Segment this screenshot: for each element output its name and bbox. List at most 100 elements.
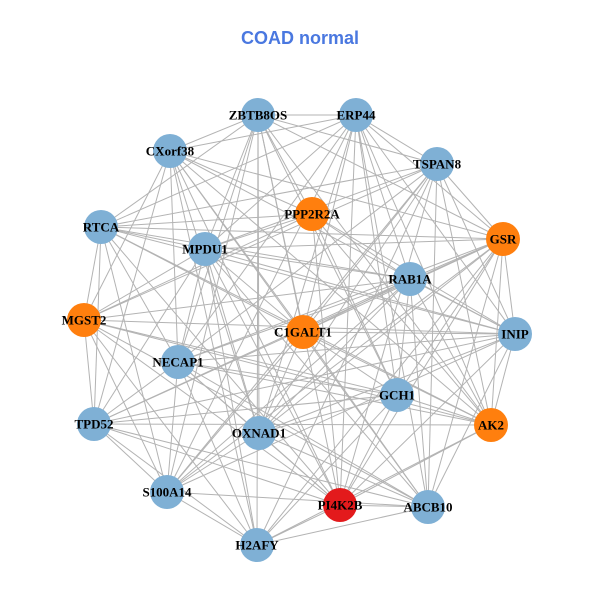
edge-gsr-mpdu1 <box>204 238 504 250</box>
edge-erp44-abcb10 <box>355 114 429 508</box>
edge-rtca-gsr <box>100 226 504 240</box>
edge-mgst2-ak2 <box>83 319 492 426</box>
edge-cxorf38-ppp2r2a <box>169 150 313 215</box>
edge-zbtb8os-tspan8 <box>257 114 438 165</box>
edge-ppp2r2a-rtca <box>100 213 313 228</box>
edge-ak2-h2afy <box>256 424 492 546</box>
node-label: TSPAN8 <box>413 157 462 172</box>
edge-rab1a-s100a14 <box>166 278 411 493</box>
edge-tspan8-ak2 <box>436 163 492 426</box>
node-label: H2AFY <box>235 538 279 553</box>
node-circle <box>323 488 357 522</box>
node-label: GSR <box>490 232 517 247</box>
node-label: MPDU1 <box>182 242 228 257</box>
edge-gsr-pi4k2b <box>339 238 504 506</box>
edge-tpd52-ak2 <box>93 423 492 426</box>
edge-gsr-oxnad1 <box>258 238 504 434</box>
node-circle <box>486 222 520 256</box>
edge-erp44-s100a14 <box>166 114 357 493</box>
edge-erp44-oxnad1 <box>258 114 357 434</box>
edge-mpdu1-rab1a <box>204 248 411 280</box>
node-oxnad1: OXNAD1 <box>232 416 286 450</box>
edge-cxorf38-h2afy <box>169 150 258 546</box>
edge-mgst2-abcb10 <box>83 319 429 508</box>
edge-erp44-cxorf38 <box>169 114 357 152</box>
edge-zbtb8os-mpdu1 <box>204 114 259 250</box>
edge-s100a14-abcb10 <box>166 491 429 508</box>
node-circle <box>240 528 274 562</box>
node-circle <box>188 232 222 266</box>
node-circle <box>150 475 184 509</box>
node-label: RTCA <box>83 220 120 235</box>
node-label: S100A14 <box>142 485 192 500</box>
edge-abcb10-h2afy <box>256 506 429 546</box>
edge-erp44-rtca <box>100 114 357 228</box>
edge-mgst2-gch1 <box>83 319 398 396</box>
edge-inip-s100a14 <box>166 333 516 493</box>
edge-cxorf38-oxnad1 <box>169 150 260 434</box>
edge-rtca-inip <box>100 226 516 335</box>
edge-zbtb8os-ppp2r2a <box>257 114 313 215</box>
edge-mpdu1-mgst2 <box>83 248 206 321</box>
node-label: ZBTB8OS <box>229 108 288 123</box>
edge-necap1-ak2 <box>177 361 492 426</box>
node-zbtb8os: ZBTB8OS <box>229 98 288 132</box>
edge-erp44-c1galt1 <box>302 114 357 333</box>
edge-gsr-abcb10 <box>427 238 504 508</box>
node-circle <box>286 315 320 349</box>
node-circle <box>411 490 445 524</box>
edge-zbtb8os-gch1 <box>257 114 398 396</box>
node-label: INIP <box>501 327 529 342</box>
edge-gch1-tpd52 <box>93 394 398 425</box>
node-necap1: NECAP1 <box>152 345 204 379</box>
node-abcb10: ABCB10 <box>403 490 453 524</box>
edge-erp44-mpdu1 <box>204 114 357 250</box>
edge-oxnad1-abcb10 <box>258 432 429 508</box>
node-circle <box>77 407 111 441</box>
edge-mgst2-s100a14 <box>83 319 168 493</box>
edge-mpdu1-c1galt1 <box>204 248 304 333</box>
edge-erp44-rab1a <box>355 114 411 280</box>
node-circle <box>84 210 118 244</box>
edge-tspan8-necap1 <box>177 163 438 363</box>
edge-tpd52-abcb10 <box>93 423 429 508</box>
node-label: CXorf38 <box>146 144 195 159</box>
edge-c1galt1-abcb10 <box>302 331 429 508</box>
node-label: AK2 <box>478 418 504 433</box>
node-circle <box>474 408 508 442</box>
node-label: ABCB10 <box>403 500 452 515</box>
node-circle <box>498 317 532 351</box>
edge-inip-abcb10 <box>427 333 516 508</box>
node-ppp2r2a: PPP2R2A <box>284 197 340 231</box>
node-label: OXNAD1 <box>232 426 286 441</box>
edge-mgst2-tpd52 <box>83 319 95 425</box>
node-label: GCH1 <box>379 388 415 403</box>
node-circle <box>242 416 276 450</box>
edge-cxorf38-pi4k2b <box>169 150 341 506</box>
edge-rtca-mpdu1 <box>100 226 206 250</box>
edge-cxorf38-tpd52 <box>93 150 171 425</box>
edge-necap1-abcb10 <box>177 361 429 508</box>
edge-rab1a-mgst2 <box>83 278 411 321</box>
node-mgst2: MGST2 <box>62 303 106 337</box>
node-tpd52: TPD52 <box>75 407 114 441</box>
edge-mpdu1-oxnad1 <box>204 248 260 434</box>
node-rab1a: RAB1A <box>388 262 432 296</box>
node-gsr: GSR <box>486 222 520 256</box>
node-ak2: AK2 <box>474 408 508 442</box>
edge-rab1a-c1galt1 <box>302 278 411 333</box>
edge-gsr-ak2 <box>490 238 504 426</box>
edge-c1galt1-inip <box>302 331 516 335</box>
edge-cxorf38-gsr <box>169 150 504 240</box>
edge-rab1a-inip <box>409 278 516 335</box>
node-inip: INIP <box>498 317 532 351</box>
edge-tspan8-oxnad1 <box>258 163 438 434</box>
edge-necap1-h2afy <box>177 361 258 546</box>
node-circle <box>161 345 195 379</box>
edge-inip-pi4k2b <box>339 333 516 506</box>
node-h2afy: H2AFY <box>235 528 279 562</box>
edge-tpd52-pi4k2b <box>93 423 341 506</box>
edge-zbtb8os-ak2 <box>257 114 492 426</box>
